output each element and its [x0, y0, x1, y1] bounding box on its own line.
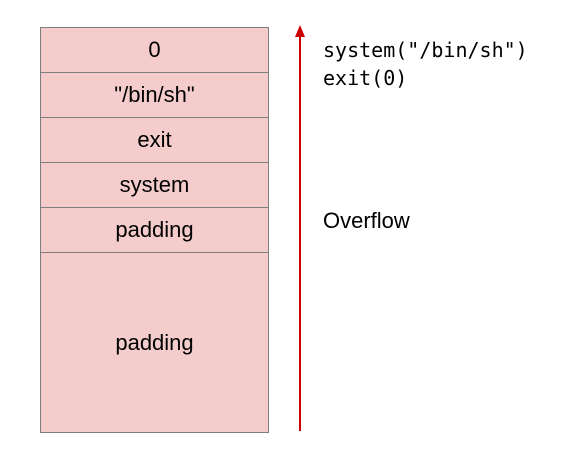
- stack-cell-padding-large: padding: [41, 253, 268, 432]
- stack-cell-system: system: [41, 163, 268, 208]
- stack-cell-padding-small: padding: [41, 208, 268, 253]
- stack-cell-label: 0: [148, 37, 161, 62]
- stack-cell-zero: 0: [41, 28, 268, 73]
- overflow-arrow-icon: [295, 25, 305, 431]
- stack-cell-label: padding: [115, 217, 194, 242]
- code-line-system: system("/bin/sh"): [323, 38, 528, 62]
- overflow-label: Overflow: [323, 208, 410, 233]
- arrow-head: [295, 25, 305, 37]
- stack-cell-label: padding: [115, 329, 194, 355]
- code-block: system("/bin/sh") exit(0): [323, 36, 528, 92]
- stack-diagram: 0 "/bin/sh" exit system padding padding: [40, 27, 269, 433]
- stack-cell-exit: exit: [41, 118, 268, 163]
- stack-cell-label: exit: [137, 127, 172, 152]
- code-line-exit: exit(0): [323, 66, 408, 90]
- stack-cell-label: system: [119, 172, 190, 197]
- stack-cell-label: "/bin/sh": [114, 82, 195, 107]
- stack-cell-binsh: "/bin/sh": [41, 73, 268, 118]
